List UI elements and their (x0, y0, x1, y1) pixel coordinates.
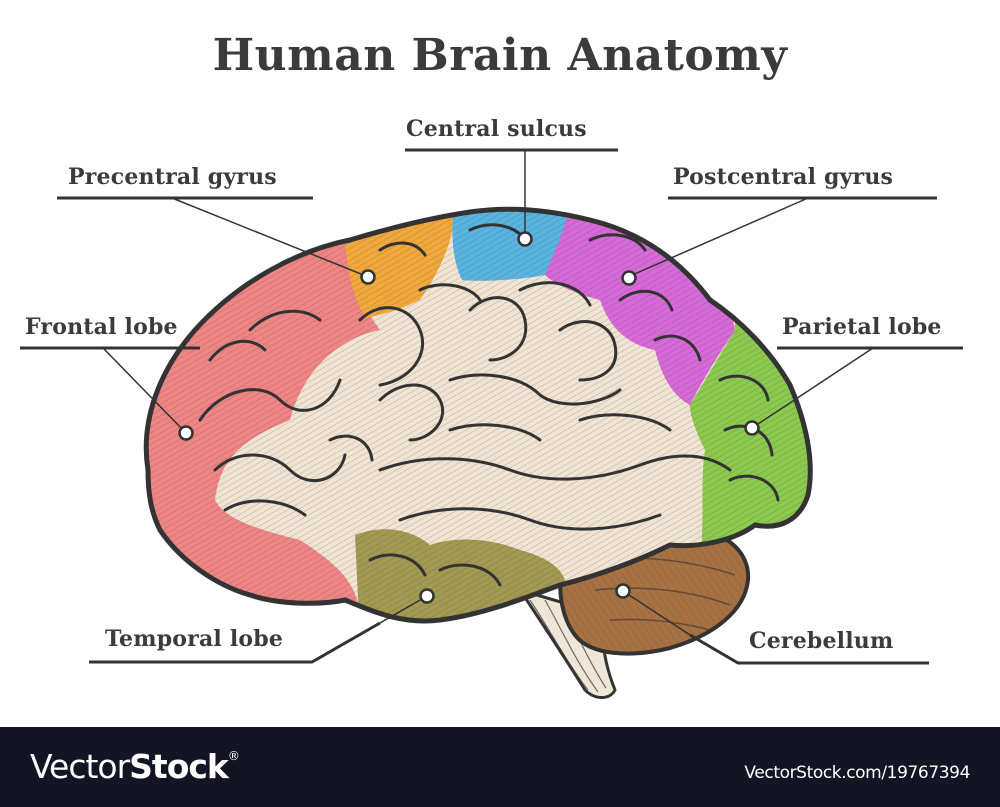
cerebellum-underline (689, 633, 929, 665)
central-sulcus-label: Central sulcus (406, 116, 587, 142)
precentral-gyrus-leader (171, 197, 367, 277)
postcentral-gyrus-leader (629, 197, 809, 277)
frontal-lobe-marker (178, 425, 194, 441)
postcentral-gyrus-marker (621, 270, 637, 286)
precentral-gyrus-marker (360, 269, 376, 285)
central-sulcus-marker (517, 231, 533, 247)
brand-light: Vector (30, 747, 130, 786)
temporal-lobe-leader (379, 595, 428, 624)
parietal-lobe-leader (751, 347, 874, 429)
brain-illustration (20, 148, 963, 699)
stock-id: VectorStock.com/19767394 (744, 763, 970, 783)
brand-bold: Stock (129, 747, 229, 786)
cerebellum-marker (615, 583, 631, 599)
frontal-lobe-label: Frontal lobe (25, 314, 178, 340)
registered-mark: ® (227, 749, 240, 763)
temporal-lobe-label: Temporal lobe (105, 626, 284, 652)
vectorstock-logo: VectorStock® (30, 747, 240, 786)
parietal-lobe-label: Parietal lobe (782, 314, 942, 340)
frontal-lobe-leader (102, 347, 187, 434)
precentral-gyrus-label: Precentral gyrus (68, 164, 277, 190)
temporal-lobe-marker (419, 588, 435, 604)
cerebellum-leader (622, 590, 691, 636)
postcentral-gyrus-label: Postcentral gyrus (673, 164, 894, 190)
watermark-footer: VectorStock® VectorStock.com/19767394 (0, 727, 1000, 807)
cerebellum-label: Cerebellum (749, 628, 894, 654)
cerebrum (143, 206, 813, 624)
diagram-canvas: Human Brain Anatomy (20, 30, 963, 699)
diagram-title: Human Brain Anatomy (212, 30, 788, 81)
temporal-lobe-underline (89, 621, 381, 664)
parietal-lobe-marker (744, 420, 760, 436)
